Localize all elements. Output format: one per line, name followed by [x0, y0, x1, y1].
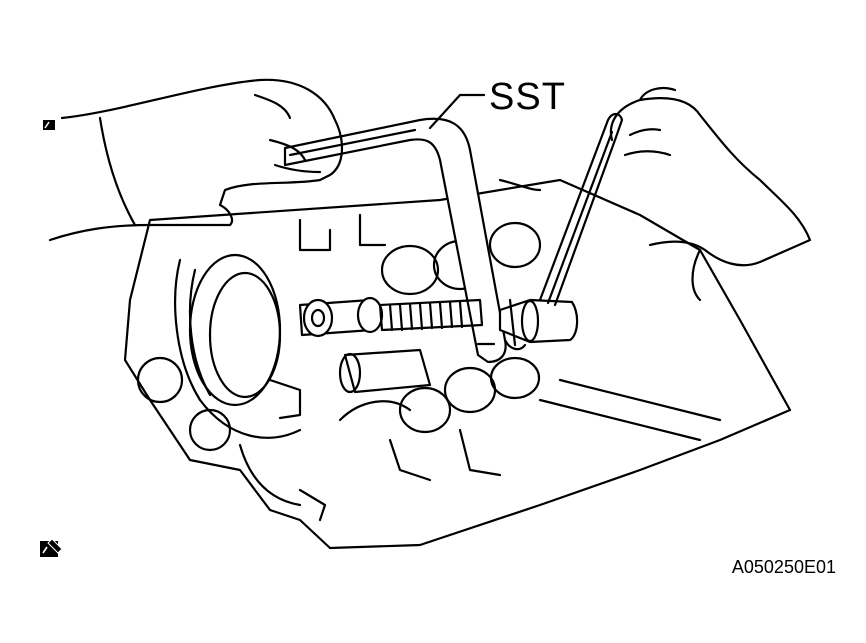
right-hand	[609, 86, 812, 302]
spring-compressor-tool	[283, 117, 579, 364]
pencil-note-icon	[40, 538, 63, 557]
left-hand	[48, 78, 344, 242]
pencil-note-icon	[43, 120, 55, 130]
callout-label-sst: SST	[489, 76, 566, 118]
callout-leader-line	[428, 93, 486, 130]
crank-handle	[538, 112, 624, 307]
figure-code: A050250E01	[731, 557, 836, 577]
engine-block	[123, 178, 792, 550]
